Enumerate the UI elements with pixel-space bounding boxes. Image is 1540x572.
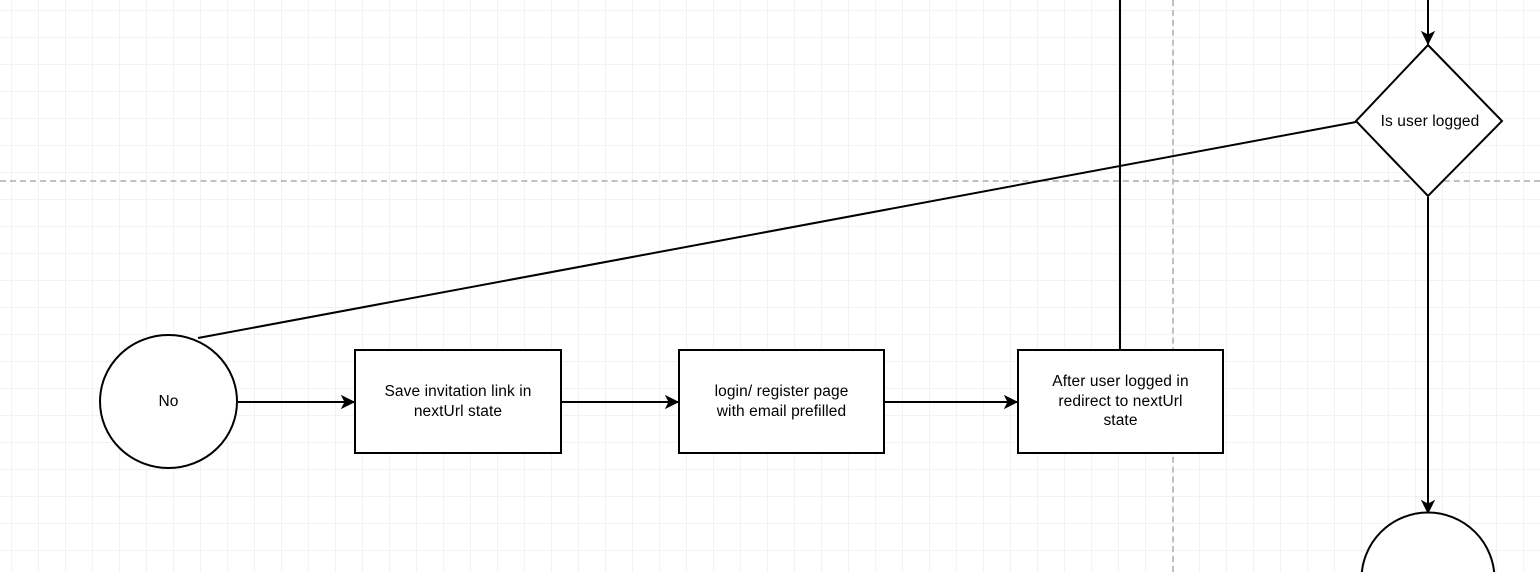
node-is-user-logged-diamond[interactable] xyxy=(1354,43,1504,198)
node-login-register-page[interactable] xyxy=(678,349,885,454)
node-redirect-to-nexturl[interactable] xyxy=(1017,349,1224,454)
node-no-circle[interactable] xyxy=(99,334,238,469)
edge-no-to-decision[interactable] xyxy=(197,121,1357,339)
node-save-invitation-link[interactable] xyxy=(354,349,562,454)
node-terminal-circle[interactable] xyxy=(1360,511,1496,572)
